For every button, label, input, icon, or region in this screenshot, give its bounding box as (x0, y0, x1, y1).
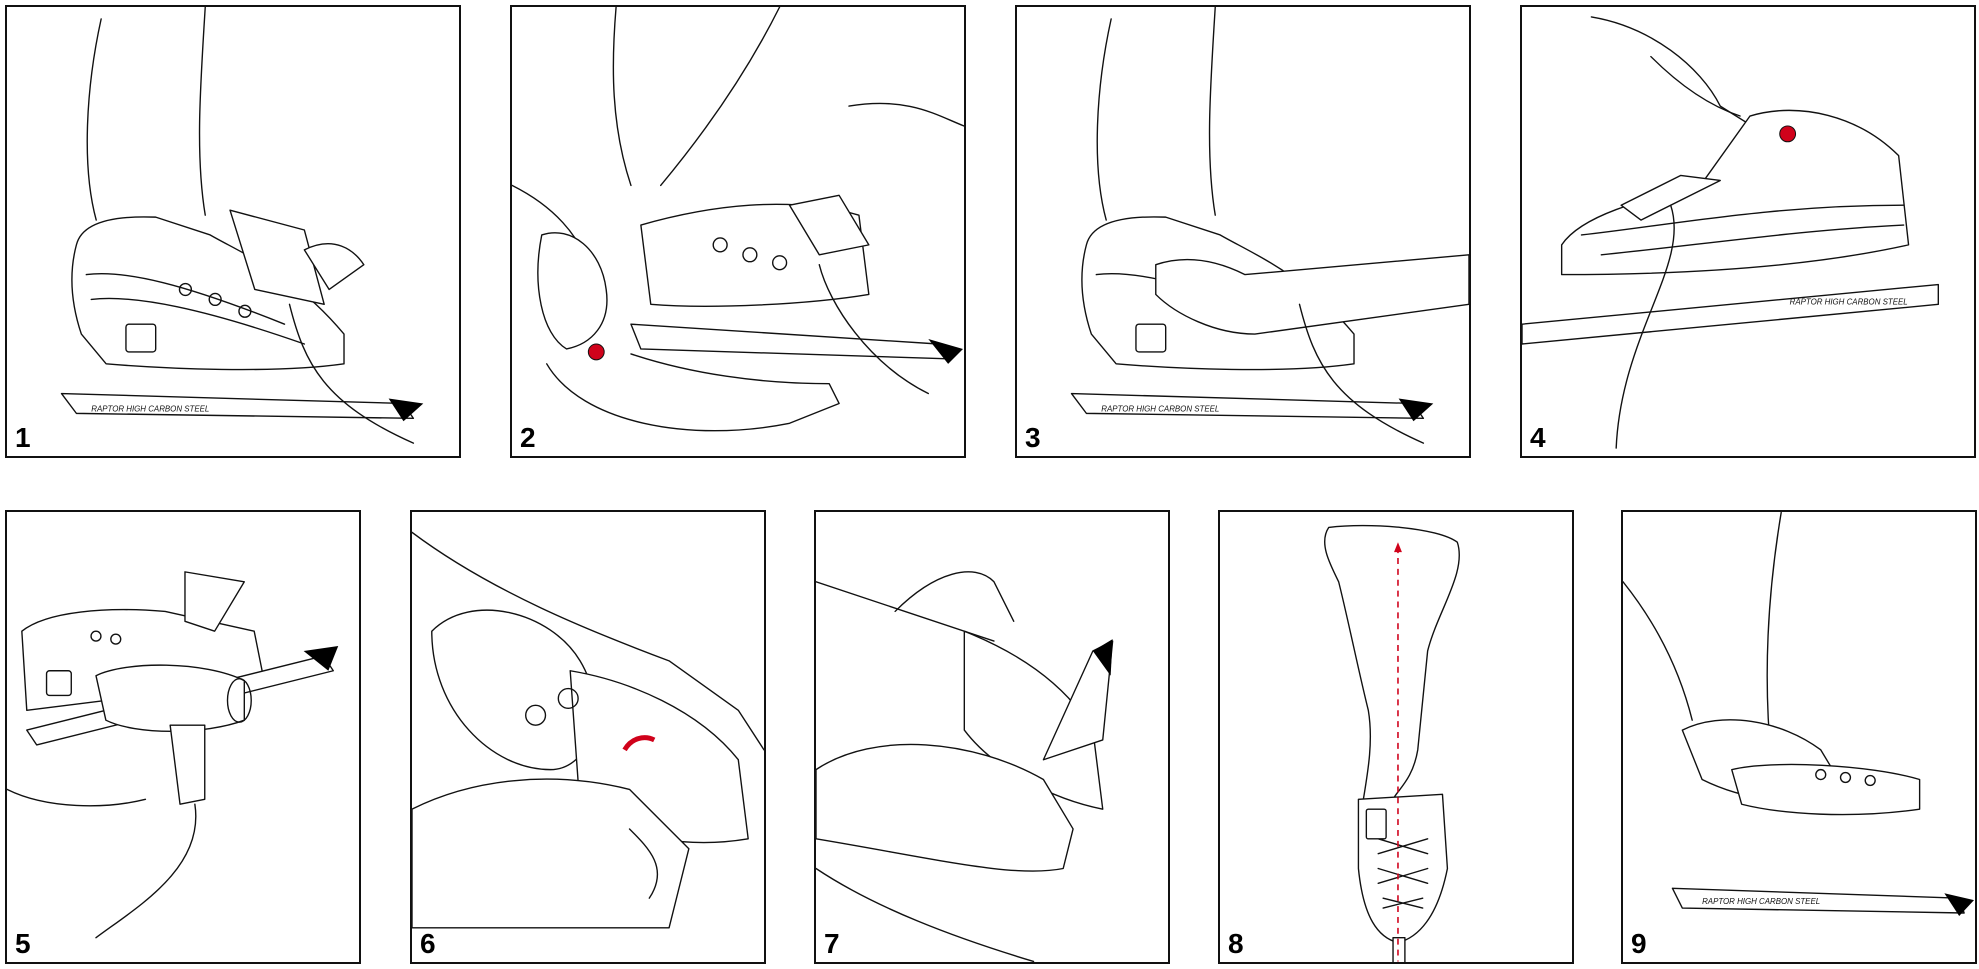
hands-molding-skate-illustration (816, 571, 1114, 962)
step-number-3: 3 (1025, 422, 1041, 453)
step-number-8: 8 (1228, 928, 1244, 959)
step-number-9: 9 (1631, 928, 1647, 959)
finger-pressing-heel-illustration: RAPTOR HIGH CARBON STEEL (1522, 16, 1939, 449)
step-panel-7: 7 (814, 510, 1170, 964)
leg-alignment-illustration (1324, 524, 1460, 962)
svg-text:RAPTOR HIGH CARBON STEEL: RAPTOR HIGH CARBON STEEL (1702, 897, 1820, 906)
tying-laces-illustration: RAPTOR HIGH CARBON STEEL (1623, 512, 1975, 916)
step-panel-2: 2 (510, 5, 966, 458)
skate-on-foot-illustration: RAPTOR HIGH CARBON STEEL (60, 7, 424, 444)
step-panel-1: RAPTOR HIGH CARBON STEEL 1 (5, 5, 461, 458)
step-number-2: 2 (520, 422, 536, 453)
step-panel-8: 8 (1218, 510, 1574, 964)
step-number-1: 1 (15, 422, 31, 453)
ankle-closeup-heat-illustration (412, 531, 764, 929)
hair-dryer-heating-illustration (7, 571, 339, 939)
step-panel-3: RAPTOR HIGH CARBON STEEL 3 (1015, 5, 1471, 458)
svg-text:RAPTOR HIGH CARBON STEEL: RAPTOR HIGH CARBON STEEL (1101, 404, 1219, 413)
step-number-6: 6 (420, 928, 436, 959)
svg-text:RAPTOR HIGH CARBON STEEL: RAPTOR HIGH CARBON STEEL (1790, 297, 1908, 306)
step-number-7: 7 (824, 928, 840, 959)
svg-text:RAPTOR HIGH CARBON STEEL: RAPTOR HIGH CARBON STEEL (91, 404, 209, 413)
step-number-5: 5 (15, 928, 31, 959)
step-panel-4: RAPTOR HIGH CARBON STEEL 4 (1520, 5, 1976, 458)
hand-pressing-skate-illustration: RAPTOR HIGH CARBON STEEL (1070, 7, 1469, 444)
step-panel-9: RAPTOR HIGH CARBON STEEL 9 (1621, 510, 1977, 964)
step-panel-6: 6 (410, 510, 766, 964)
step-panel-5: 5 (5, 510, 361, 964)
step-number-4: 4 (1530, 422, 1546, 453)
hand-heel-pad-illustration (512, 7, 964, 432)
